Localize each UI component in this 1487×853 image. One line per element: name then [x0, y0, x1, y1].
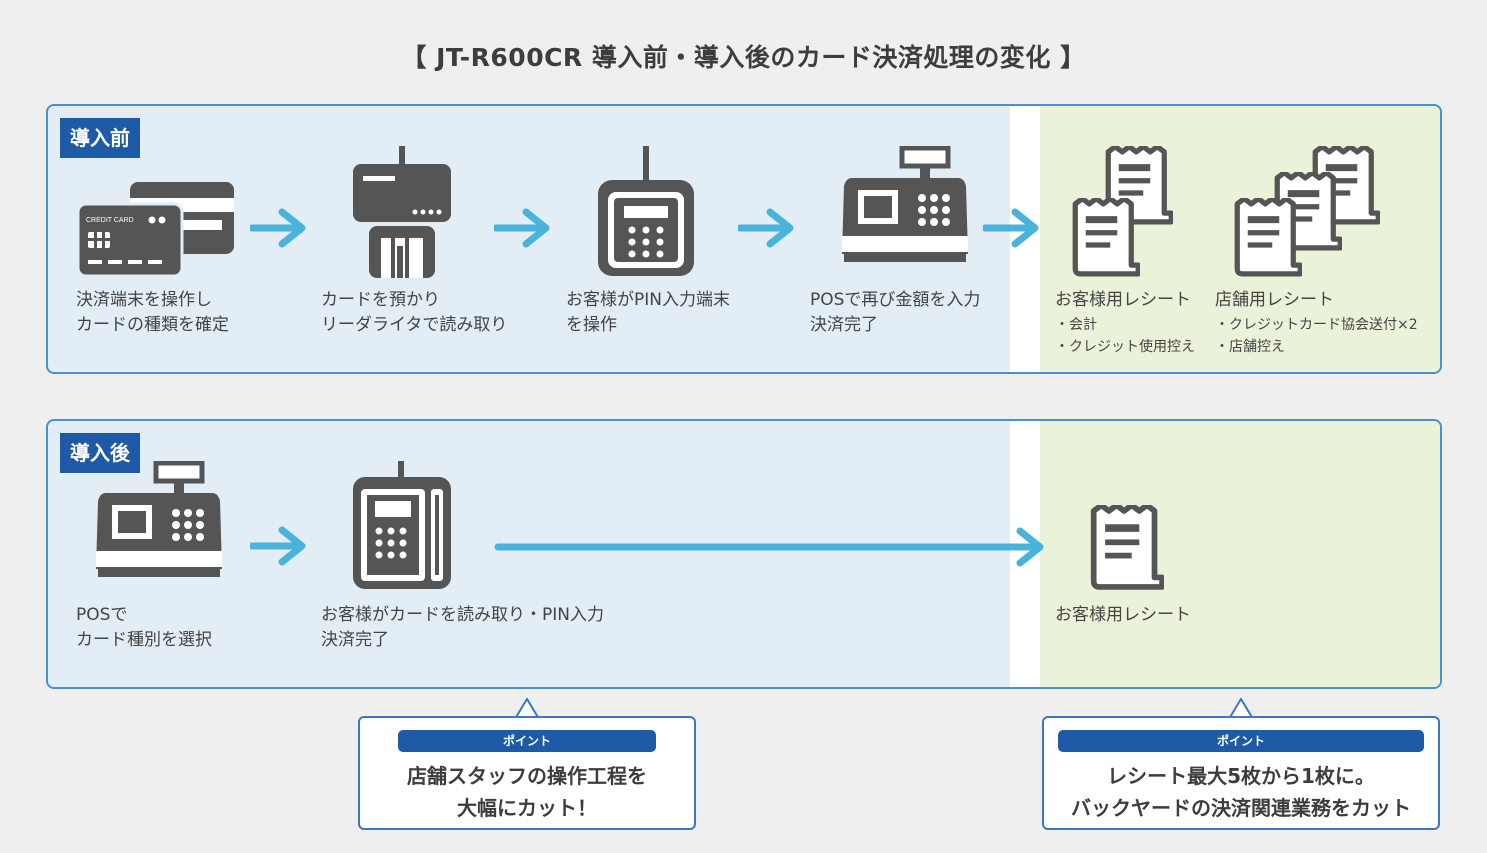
- page-title: 【 JT-R600CR 導入前・導入後のカード決済処理の変化 】: [401, 43, 1086, 72]
- step-label: POSでカード種別を選択: [76, 605, 212, 650]
- customer-receipt-label: お客様用レシート: [1055, 605, 1191, 625]
- step-label: 決済端末を操作しカードの種類を確定: [76, 290, 229, 335]
- flow-arrow: [738, 208, 798, 248]
- step-label: POSで再び金額を入力決済完了: [810, 290, 981, 335]
- flow-arrow: [494, 208, 554, 248]
- before-panel: 導入前 CREDIT CARD: [46, 104, 1442, 374]
- callout-pointer: [1229, 698, 1253, 720]
- customer-receipt-items: ・会計・クレジット使用控え: [1055, 317, 1195, 355]
- pos-register-icon: [94, 461, 224, 591]
- callout-pointer: [515, 698, 539, 720]
- card-reader-icon: [353, 146, 451, 278]
- long-flow-arrow: [494, 527, 1044, 567]
- step-label: お客様がカードを読み取り・PIN入力決済完了: [321, 605, 604, 650]
- before-tag: 導入前: [60, 118, 140, 158]
- flow-arrow: [983, 208, 1043, 248]
- jt-r600cr-terminal-icon: [353, 461, 451, 589]
- pin-terminal-icon: [598, 146, 694, 276]
- customer-receipt-label: お客様用レシート: [1055, 290, 1191, 310]
- store-receipt-label: 店舗用レシート: [1215, 290, 1334, 310]
- point-badge: ポイント: [398, 730, 656, 752]
- card-text: CREDIT CARD: [86, 217, 134, 224]
- flow-arrow: [250, 526, 310, 566]
- receipt-icon: [1232, 198, 1302, 278]
- point-text: 店舗スタッフの操作工程を大幅にカット！: [407, 764, 647, 820]
- point-text: レシート最大5枚から1枚に。バックヤードの決済関連業務をカット: [1071, 764, 1411, 820]
- credit-cards-icon: CREDIT CARD: [76, 182, 234, 278]
- step-label: お客様がPIN入力端末を操作: [566, 290, 730, 335]
- flow-arrow: [250, 208, 310, 248]
- point-callout: ポイント レシート最大5枚から1枚に。バックヤードの決済関連業務をカット: [1042, 716, 1440, 830]
- store-receipt-items: ・クレジットカード協会送付×2・店舗控え: [1215, 317, 1418, 355]
- point-callout: ポイント 店舗スタッフの操作工程を大幅にカット！: [358, 716, 696, 830]
- after-tag: 導入後: [60, 433, 140, 473]
- after-panel: 導入後 POSでカード種別を選択 お客様がカードを読み取り・PIN入力決済完了 …: [46, 419, 1442, 689]
- step-label: カードを預かりリーダライタで読み取り: [321, 290, 508, 335]
- receipt-icon: [1088, 505, 1164, 591]
- receipt-icon: [1070, 198, 1140, 278]
- pos-register-icon: [840, 146, 970, 276]
- point-badge: ポイント: [1058, 730, 1424, 752]
